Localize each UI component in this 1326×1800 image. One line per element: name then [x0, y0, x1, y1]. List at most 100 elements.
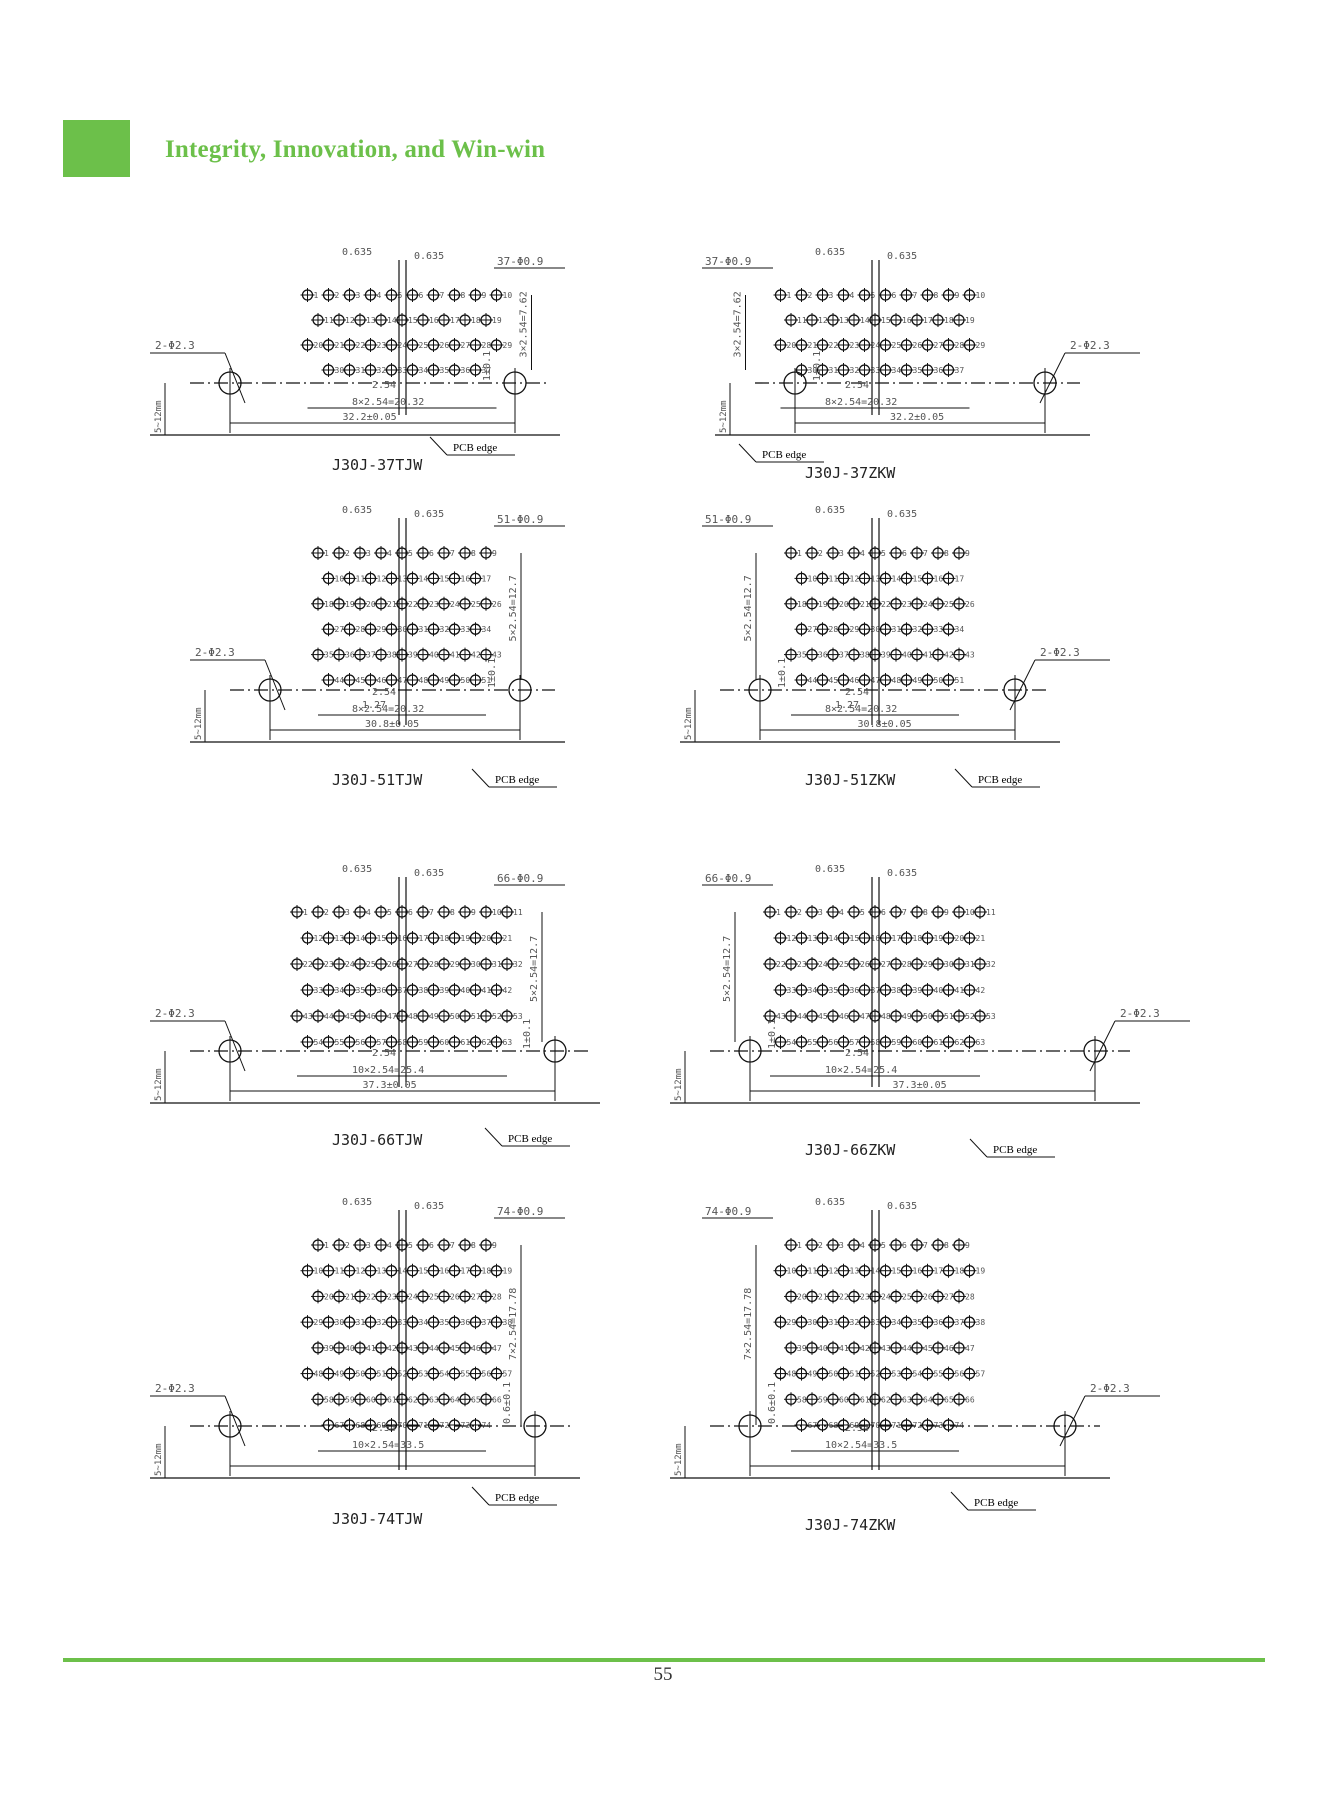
pin: 45 — [332, 1009, 355, 1023]
pin: 28 — [342, 622, 365, 637]
pin-number: 61 — [860, 1395, 870, 1404]
model-label: J30J-74ZKW — [805, 1516, 896, 1534]
pin: 27 — [868, 957, 891, 971]
pin-number: 31 — [829, 366, 839, 375]
pin-number: 8 — [471, 549, 476, 558]
pitch-label: 2.54 — [372, 380, 396, 391]
tolerance-label: 0.6±0.1 — [502, 1382, 513, 1424]
pin-number: 4 — [860, 549, 865, 558]
pin: 47 — [384, 673, 407, 687]
pin: 16 — [899, 1263, 922, 1278]
pin-number: 1 — [787, 291, 792, 300]
pin-number: 20 — [955, 934, 965, 943]
pin: 43 — [763, 1009, 786, 1023]
pin-number: 10 — [976, 291, 986, 300]
pin: 29 — [836, 622, 859, 637]
pin-number: 15 — [850, 934, 860, 943]
mount-hole-leader-diag — [224, 1395, 246, 1447]
pin: 25 — [458, 596, 481, 611]
pin-number: 52 — [492, 1012, 502, 1021]
pin: 29 — [773, 1315, 796, 1330]
pin: 47 — [952, 1340, 975, 1355]
pin-number: 8 — [923, 908, 928, 917]
pin-number: 21 — [503, 934, 513, 943]
pin: 44 — [794, 673, 818, 687]
pin-number: 26 — [860, 960, 870, 969]
pin-number: 70 — [871, 1421, 881, 1430]
mount-hole-callout: 2-Φ2.3 — [195, 646, 235, 659]
pin: 74 — [468, 1418, 491, 1432]
pin: 4 — [826, 905, 844, 919]
pin: 24 — [384, 338, 407, 352]
pin-number: 13 — [335, 934, 345, 943]
pin: 50 — [342, 1366, 365, 1381]
pin: 4 — [363, 288, 382, 302]
pin: 5 — [868, 1238, 886, 1252]
pin-number: 28 — [492, 1292, 502, 1301]
pin-number: 41 — [955, 986, 965, 995]
pin-number: 14 — [419, 574, 429, 583]
pin-number: 39 — [408, 651, 418, 660]
pin-number: 1 — [314, 291, 319, 300]
pin: 59 — [332, 1392, 355, 1407]
pin-number: 46 — [850, 676, 860, 685]
pin: 3 — [353, 1238, 371, 1252]
pin: 19 — [479, 313, 502, 327]
pin-number: 31 — [356, 1318, 366, 1327]
pin: 19 — [952, 313, 975, 327]
pin: 47 — [847, 1009, 870, 1023]
pin-number: 50 — [829, 1370, 839, 1379]
pin: 41 — [353, 1340, 376, 1355]
pin: 56 — [815, 1035, 838, 1049]
pin-number: 23 — [377, 341, 387, 350]
pin-number: 37 — [955, 366, 965, 375]
pin-number: 33 — [787, 986, 797, 995]
mount-hole-callout: 2-Φ2.3 — [155, 1007, 195, 1020]
pin: 39 — [426, 983, 449, 997]
pin-number: 37 — [871, 986, 881, 995]
pin: 51 — [941, 673, 964, 687]
pin-number: 64 — [923, 1395, 933, 1404]
pin: 32 — [973, 957, 996, 971]
pin: 57 — [489, 1366, 512, 1381]
pin-number: 16 — [398, 934, 408, 943]
pin: 14 — [374, 313, 397, 327]
pin: 20 — [826, 596, 849, 611]
pin-number: 21 — [860, 600, 870, 609]
pin-number: 6 — [902, 1241, 907, 1250]
pin: 35 — [311, 647, 334, 662]
pin: 24 — [868, 1289, 891, 1304]
edge-distance-label: 5~12mm — [684, 707, 694, 740]
pin: 13 — [826, 313, 849, 327]
pin: 39 — [311, 1340, 334, 1355]
pin: 59 — [878, 1035, 901, 1049]
half-offset-label-2: 0.635 — [887, 509, 917, 520]
pin: 51 — [363, 1366, 386, 1381]
pin: 7 — [910, 1238, 928, 1252]
half-offset-label: 0.635 — [342, 1197, 372, 1208]
pin-number: 20 — [366, 600, 376, 609]
pin: 50 — [437, 1009, 460, 1023]
pin: 53 — [405, 1366, 428, 1381]
pin-number: 38 — [387, 651, 397, 660]
pin-number: 44 — [808, 676, 818, 685]
pitch-label: 2.54 — [372, 1048, 396, 1059]
pin-number: 34 — [419, 366, 429, 375]
pin-number: 27 — [408, 960, 418, 969]
pin: 32 — [363, 363, 386, 377]
pin: 45 — [910, 1340, 933, 1355]
edge-distance-label: 5~12mm — [719, 400, 729, 433]
pin: 34 — [405, 363, 429, 377]
pin-number: 17 — [892, 934, 902, 943]
pin: 23 — [836, 338, 859, 352]
pin-number: 12 — [314, 934, 324, 943]
pin: 55 — [447, 1366, 470, 1381]
pin: 60 — [426, 1035, 449, 1049]
pin-callout: 51-Φ0.9 — [705, 513, 751, 526]
pin-number: 36 — [345, 651, 355, 660]
pin-number: 55 — [934, 1370, 944, 1379]
pin-number: 26 — [913, 341, 923, 350]
